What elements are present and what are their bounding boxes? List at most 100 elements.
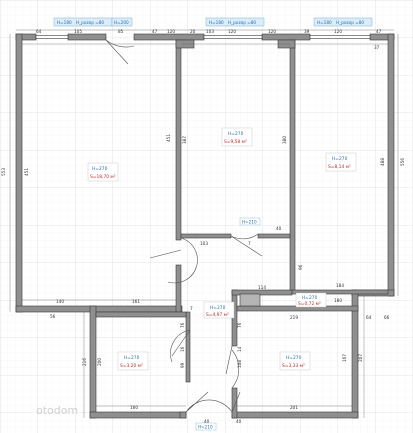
dim-mid-219: 219	[290, 315, 298, 320]
room-label-bg-7	[295, 292, 327, 308]
window-tag-4: H=180	[209, 20, 224, 25]
room-7-height: H=270	[302, 295, 318, 301]
dim-bottom-161: 161	[132, 299, 140, 304]
dim-top-120b: 120	[228, 29, 236, 34]
room-1-height: H=270	[92, 166, 108, 172]
dim-room1-451: 451	[24, 168, 29, 176]
room-5-height: H=270	[286, 355, 302, 361]
wall-mid-bottom-left	[15, 305, 95, 313]
dim-top-120c: 120	[268, 29, 276, 34]
window-tag-group: H=180 H_pozop =80 H=200 H=180 H_pozop =8…	[53, 17, 373, 27]
wall-right-upper	[387, 33, 395, 297]
dim-top-103: 103	[206, 29, 214, 34]
wall-int-v4-low	[231, 387, 238, 419]
window-tag-2: H_pozop =80	[76, 20, 104, 25]
dim-top-64: 64	[36, 29, 42, 34]
dim-top-39: 39	[304, 29, 310, 34]
dim-top-105: 105	[74, 29, 82, 34]
window-tag-3: H=200	[114, 20, 129, 25]
dim-bottom-160: 160	[130, 405, 138, 410]
dimension-lines	[9, 29, 399, 418]
room-4-height: H=270	[124, 355, 140, 361]
dim-mid-14: 14	[237, 346, 242, 352]
room-7-area: S=0,72 м²	[298, 301, 321, 307]
dim-right-167: 167	[342, 354, 347, 362]
door-leaf-bottom-r	[231, 391, 241, 413]
dim-bottom-40b: 40	[236, 419, 242, 424]
window-tag-6: H=180	[317, 20, 332, 25]
door-tag-2: H=210	[198, 425, 213, 430]
dim-mid-76b: 76	[237, 322, 242, 328]
dim-room3-488: 488	[380, 158, 385, 166]
dim-mid-64: 64	[366, 315, 372, 320]
walls	[15, 33, 395, 419]
wall-int-v2	[289, 39, 296, 293]
dim-room1-inner: 451	[166, 134, 171, 142]
dim-room2-387: 387	[182, 136, 187, 144]
room-label-bg-2	[221, 127, 253, 147]
dim-mid-7b: 7	[190, 306, 193, 311]
door-swing-bottom	[185, 391, 233, 413]
room-label-bg-6	[203, 301, 235, 319]
dim-mid-114: 114	[258, 285, 266, 290]
dim-top-47b: 47	[376, 29, 382, 34]
dim-mid-99: 99	[180, 362, 185, 368]
room-label-bg-5	[279, 351, 311, 371]
room-6-height: H=270	[210, 305, 226, 311]
dim-left-216: 216	[82, 358, 87, 366]
door-swing-room2	[230, 233, 263, 257]
room-4-area: S=3,20 м²	[120, 363, 143, 369]
wall-left-upper	[15, 33, 23, 313]
door-swing-room1	[149, 237, 198, 284]
dim-mid-16: 16	[180, 346, 185, 352]
dim-top-120: 120	[167, 29, 175, 34]
window-top-3	[309, 35, 371, 39]
wall-int-h1b	[257, 233, 291, 239]
window-top-2	[203, 35, 263, 39]
dim-left-553: 553	[1, 168, 6, 176]
door-swing-bath2	[225, 345, 240, 389]
room-label-bg-1	[87, 162, 119, 182]
wall-int-h5	[291, 289, 389, 295]
window-tag-5: H_pozop =80	[228, 20, 256, 25]
room-2-height: H=270	[228, 131, 244, 137]
wall-bottom-right	[231, 411, 359, 419]
wall-bottom-door-l	[179, 411, 187, 419]
wall-int-h1	[180, 233, 232, 239]
dim-inner-37: 37	[374, 45, 380, 50]
dim-mid-76: 76	[180, 322, 185, 328]
dim-top-85: 85	[118, 29, 124, 34]
window-tag-7: H_pozop =80	[336, 20, 364, 25]
wall-top-3	[133, 33, 205, 41]
wall-mid-bottom-mid	[93, 305, 183, 313]
wall-lower-left	[89, 305, 97, 419]
room-label-bg-4	[117, 351, 149, 371]
door-tag-bg-2	[195, 422, 217, 431]
dim-right-207: 207	[358, 354, 363, 362]
wall-int-v1-low	[175, 264, 182, 313]
dim-bottom-40: 40	[204, 419, 210, 424]
dim-mid-103: 103	[200, 241, 208, 246]
wall-top-2	[67, 33, 107, 41]
room-2-area: S=9,58 м²	[224, 139, 247, 145]
dim-left-56: 56	[50, 314, 56, 319]
window-tag-bg-3	[111, 17, 133, 27]
room-1-area: S=18,70 м²	[90, 174, 116, 180]
dim-top-20: 20	[190, 29, 196, 34]
dim-mid-108: 108	[237, 360, 242, 368]
dim-mid-180: 180	[334, 298, 342, 303]
door-tag-1: H=210	[242, 220, 257, 225]
wall-int-v1	[175, 39, 182, 241]
room-3-area: S=8,14 м²	[328, 164, 351, 170]
dim-top-120d: 120	[334, 29, 342, 34]
wall-top-4	[261, 33, 311, 41]
dim-right-556: 556	[400, 158, 405, 166]
dim-mid-66: 66	[384, 315, 390, 320]
dim-top-47: 47	[152, 29, 158, 34]
window-top-1	[35, 35, 69, 39]
dim-mid-96: 96	[298, 264, 303, 270]
dim-room2-380: 380	[282, 136, 287, 144]
door-tag-bg-1	[239, 217, 261, 226]
window-tag-1: H=180	[57, 20, 72, 25]
